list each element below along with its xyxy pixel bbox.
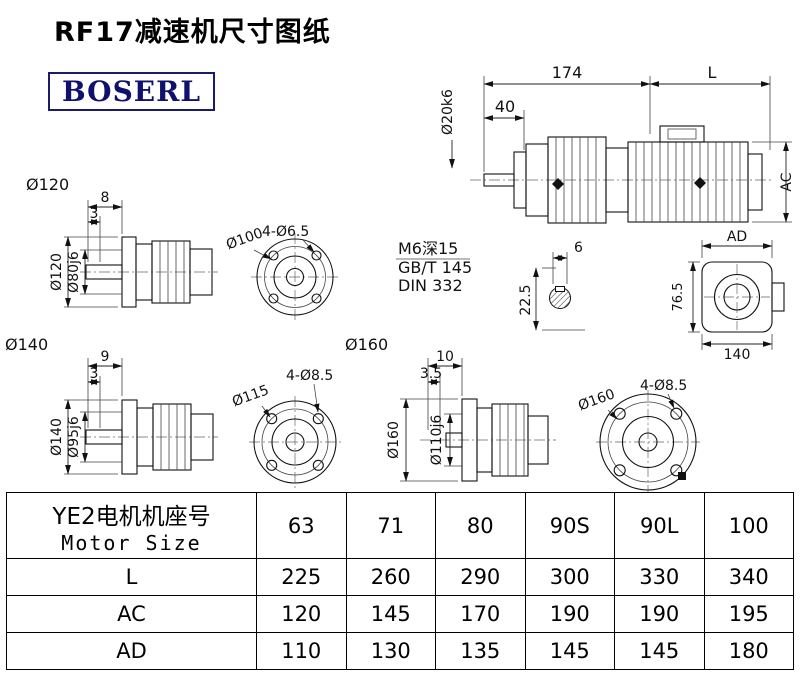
row-label-AD: AD — [6, 632, 257, 670]
thread-note-line3: DIN 332 — [398, 276, 463, 295]
dim-label-od-120: Ø120 — [49, 253, 65, 291]
table-header-motor-size: YE2电机机座号 Motor Size — [6, 492, 257, 559]
dim-label-bc-115: Ø115 — [230, 382, 271, 410]
table-cell: 260 — [345, 558, 436, 596]
motor-size-80: 80 — [435, 492, 526, 559]
motor-body-outline — [627, 141, 749, 223]
dim-label-bc-160: Ø160 — [576, 386, 617, 414]
motor-size-90S: 90S — [524, 492, 615, 559]
datum-mark — [552, 178, 564, 190]
motor-size-100: 100 — [703, 492, 794, 559]
dim-label-3b: 3 — [90, 366, 99, 382]
header-en: Motor Size — [61, 530, 202, 555]
output-flange-side-view: AD 76.5 140 — [671, 229, 785, 363]
section-label-160: Ø160 — [345, 335, 388, 354]
flange120-side-view: Ø120 8 3 Ø120 Ø80j6 — [26, 175, 218, 308]
flange120-front-view: 4-Ø6.5 Ø100 — [224, 224, 339, 321]
thread-note-line2: GB/T 145 — [398, 258, 472, 277]
dim-label-od-160: Ø160 — [386, 421, 402, 459]
flange160-front-view: 4-Ø8.5 Ø160 — [576, 378, 700, 492]
main-dimensions: 174 L 40 Ø20k6 AC — [440, 63, 795, 223]
dim-label-shaft-diameter: Ø20k6 — [440, 89, 456, 135]
dim-label-3-5: 3.5 — [420, 366, 442, 382]
table-cell: 110 — [256, 632, 347, 670]
dim-label-L: L — [708, 63, 717, 82]
table-cell: 120 — [256, 595, 347, 633]
main-assembly-view — [470, 125, 772, 224]
table-cell: 145 — [345, 595, 436, 633]
thread-note: M6深15 GB/T 145 DIN 332 — [396, 239, 472, 295]
table-cell: 195 — [703, 595, 794, 633]
flange160-side-view: Ø160 10 3.5 Ø160 Ø110j6 — [345, 335, 556, 482]
row-label-AC: AC — [6, 595, 257, 633]
table-header-row: YE2电机机座号 Motor Size 63 71 80 90S 90L 100 — [6, 492, 794, 559]
dim-label-holes-8-5: 4-Ø8.5 — [286, 368, 333, 384]
flange140-front-view: 4-Ø8.5 Ø115 — [230, 368, 341, 488]
dim-label-holes-8-5b: 4-Ø8.5 — [640, 378, 687, 394]
table-cell: 330 — [614, 558, 705, 596]
table-row-AD: AD 110 130 135 145 145 180 — [6, 632, 794, 670]
dim-label-40: 40 — [495, 97, 515, 116]
dim-label-140: 140 — [724, 347, 751, 363]
dim-label-spigot-80: Ø80j6 — [66, 251, 82, 293]
dim-label-76-5: 76.5 — [671, 283, 686, 312]
motor-size-63: 63 — [256, 492, 347, 559]
motor-size-table: YE2电机机座号 Motor Size 63 71 80 90S 90L 100… — [6, 492, 794, 670]
boserl-logo: BOSERL — [48, 72, 216, 111]
fan-cover-outline — [747, 153, 763, 211]
dim-label-174: 174 — [552, 63, 583, 82]
dim-label-9: 9 — [101, 349, 110, 365]
table-cell: 190 — [524, 595, 615, 633]
shaft-key-section: 6 22.5 — [518, 240, 585, 331]
dim-label-AD: AD — [727, 229, 747, 245]
dim-label-AC: AC — [779, 172, 795, 191]
dim-label-spigot-110: Ø110j6 — [429, 415, 445, 466]
motor-size-71: 71 — [345, 492, 436, 559]
dim-label-spigot-95: Ø95j6 — [66, 416, 82, 458]
technical-drawing: 174 L 40 Ø20k6 AC M6深15 GB/T 145 DIN 332… — [5, 63, 795, 492]
boserl-logo-text: BOSERL — [62, 75, 202, 108]
table-cell: 145 — [524, 632, 615, 670]
dim-label-10: 10 — [436, 349, 454, 365]
datum-mark — [678, 472, 686, 480]
table-cell: 130 — [345, 632, 436, 670]
page-title: RF17减速机尺寸图纸 — [54, 17, 331, 48]
dim-label-od-140: Ø140 — [49, 418, 65, 456]
table-cell: 225 — [256, 558, 347, 596]
thread-note-line1: M6深15 — [398, 239, 458, 258]
table-cell: 145 — [614, 632, 705, 670]
table-cell: 170 — [435, 595, 526, 633]
section-label-140: Ø140 — [5, 335, 48, 354]
motor-size-90L: 90L — [614, 492, 705, 559]
dim-label-bc-100: Ø100 — [224, 225, 265, 253]
flange140-side-view: Ø140 9 3 Ø140 Ø95j6 — [5, 335, 218, 475]
table-cell: 180 — [703, 632, 794, 670]
dim-label-8: 8 — [101, 190, 110, 206]
keyway — [555, 286, 565, 292]
section-label-120: Ø120 — [26, 175, 69, 194]
table-cell: 300 — [524, 558, 615, 596]
table-row-AC: AC 120 145 170 190 190 195 — [6, 595, 794, 633]
dim-label-22-5: 22.5 — [518, 284, 534, 315]
dim-label-6: 6 — [574, 240, 583, 256]
table-cell: 290 — [435, 558, 526, 596]
table-row-L: L 225 260 290 300 330 340 — [6, 558, 794, 596]
row-label-L: L — [6, 558, 257, 596]
table-cell: 340 — [703, 558, 794, 596]
datum-mark — [694, 177, 706, 189]
header-cn: YE2电机机座号 — [52, 503, 211, 530]
dim-label-holes-6-5: 4-Ø6.5 — [262, 224, 309, 240]
dim-label-3: 3 — [90, 206, 99, 222]
table-cell: 190 — [614, 595, 705, 633]
terminal-box-outline — [659, 125, 705, 143]
table-cell: 135 — [435, 632, 526, 670]
